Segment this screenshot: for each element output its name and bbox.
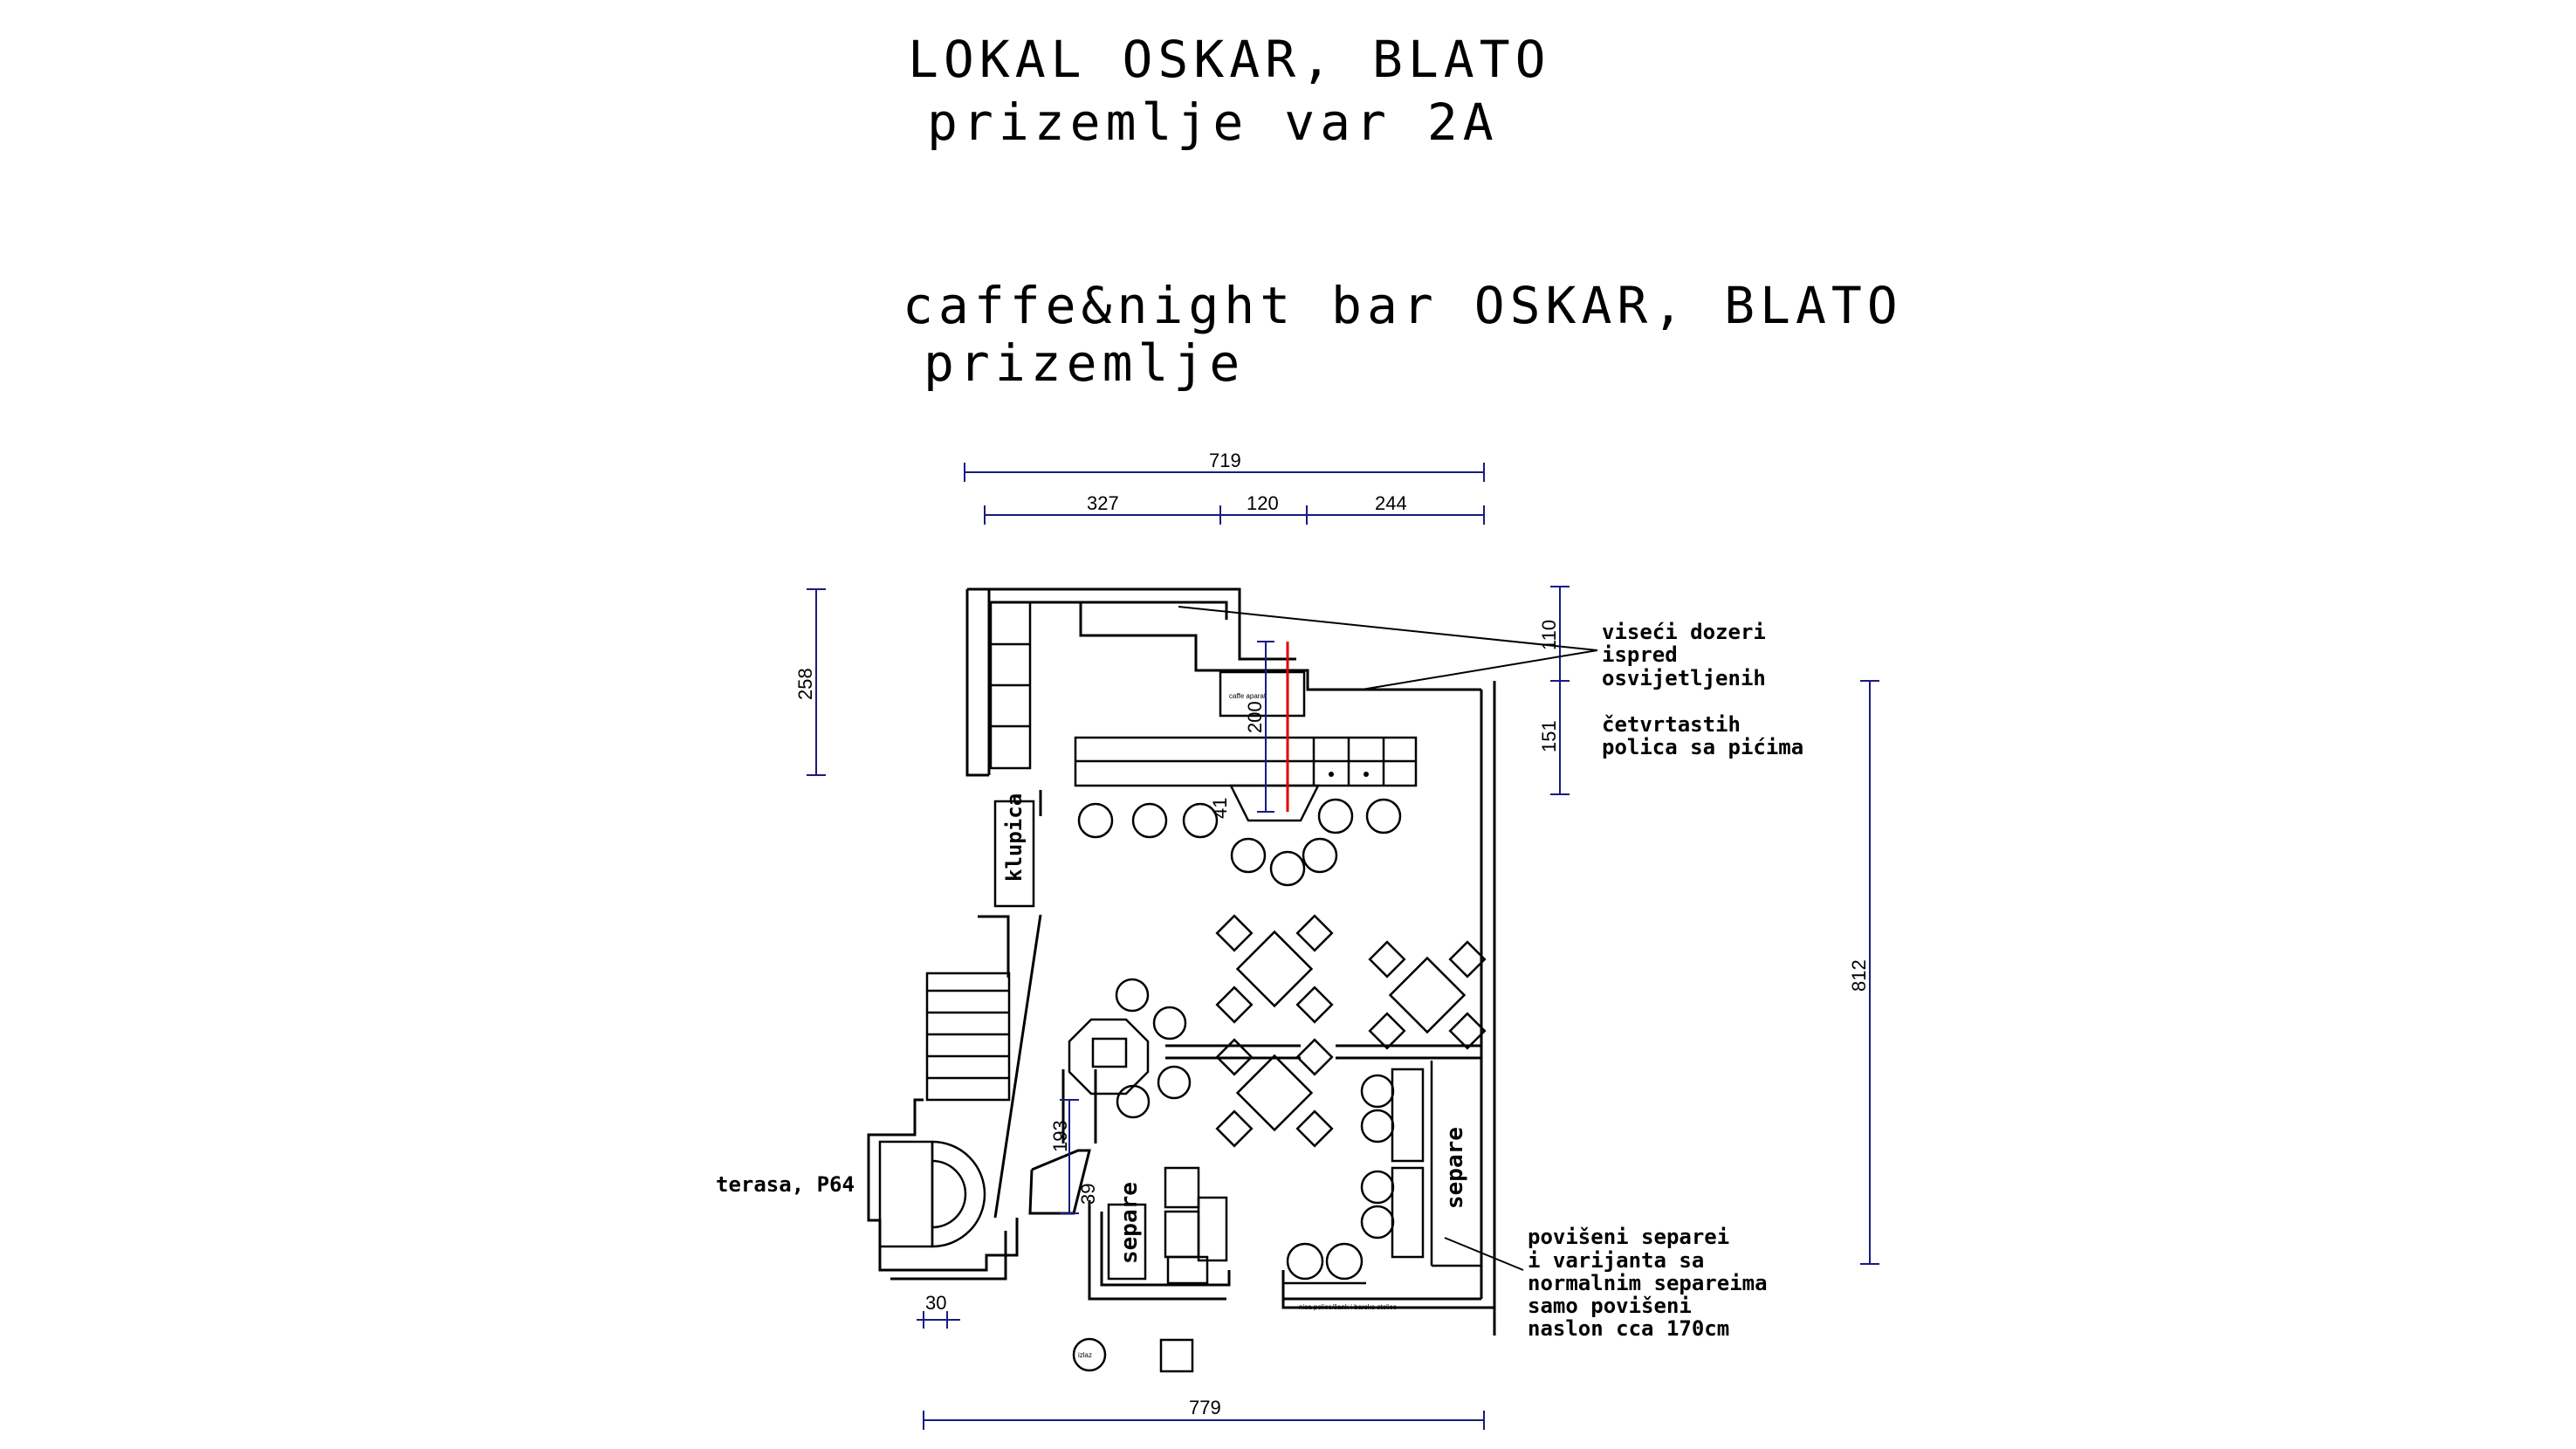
bench-upper-left	[989, 601, 1032, 770]
nisa-label: nisa police/šank i barske stolice	[1299, 1303, 1398, 1311]
dim-30: 30	[925, 1292, 946, 1314]
dimension-bottom: 779 30	[917, 1292, 1485, 1430]
dimension-left: 258	[794, 588, 826, 776]
note-separei-5: naslon cca 170cm	[1528, 1316, 1729, 1341]
klupica-label: klupica	[1002, 793, 1027, 882]
table-set-2	[1368, 940, 1487, 1050]
stairs	[925, 972, 1011, 1102]
dim-193: 193	[1049, 1120, 1071, 1152]
title-lokal: LOKAL OSKAR, BLATO	[908, 30, 1551, 89]
note-dozeri-1: viseći dozeri	[1602, 620, 1766, 644]
dim-812: 812	[1848, 959, 1870, 992]
separe-left-label: separe	[1116, 1182, 1143, 1264]
separe-right: separe	[1360, 1061, 1481, 1267]
terasa-label: terasa, P64	[716, 1172, 855, 1197]
octagon-table	[1068, 978, 1192, 1119]
dimension-top: 719 327 120 244	[964, 450, 1485, 525]
note-separei-2: i varijanta sa	[1528, 1248, 1704, 1273]
bar-counter	[1074, 736, 1418, 822]
note-dozeri-3: osvijetljenih	[1602, 666, 1766, 690]
note-dozeri-4: četvrtastih	[1602, 712, 1741, 737]
title-bar: caffe&night bar OSKAR, BLATO	[903, 276, 1903, 335]
note-separei-3: normalnim separeima	[1528, 1271, 1768, 1295]
title-variant: prizemlje var 2A	[927, 93, 1499, 152]
coffee-machine: caffe aparat	[1219, 670, 1306, 718]
dim-39: 39	[1077, 1184, 1099, 1205]
title-floor: prizemlje	[924, 333, 1245, 393]
dim-719: 719	[1209, 450, 1241, 471]
dim-779: 779	[1189, 1397, 1221, 1418]
note-separei: povišeni separei i varijanta sa normalni…	[1528, 1225, 1768, 1341]
caffe-aparat-label: caffe aparat	[1229, 692, 1267, 700]
bar-stools	[1077, 798, 1402, 887]
dim-244: 244	[1375, 492, 1407, 514]
table-set-3	[1215, 1038, 1334, 1148]
separe-right-label: separe	[1442, 1127, 1468, 1209]
note-separei-4: samo povišeni	[1528, 1294, 1692, 1318]
dim-200: 200	[1244, 701, 1266, 733]
dim-120: 120	[1247, 492, 1279, 514]
dim-258: 258	[794, 668, 816, 700]
exit-symbols: izlaz	[1072, 1337, 1194, 1373]
note-dozeri-2: ispred	[1602, 642, 1678, 667]
dim-327: 327	[1087, 492, 1119, 514]
separe-left: separe	[1107, 1166, 1228, 1285]
dim-151: 151	[1538, 720, 1560, 752]
dimension-right: 110 151 812	[1538, 586, 1879, 1265]
note-separei-1: povišeni separei	[1528, 1225, 1729, 1249]
note-dozeri: viseći dozeri ispred osvijetljenih četvr…	[1602, 620, 1803, 759]
note-dozeri-5: polica sa pićima	[1602, 735, 1803, 759]
table-set-1	[1215, 914, 1334, 1024]
terrace-curve	[878, 1140, 986, 1248]
niche-stools: nisa police/šank i barske stolice	[1283, 1242, 1398, 1311]
leader-lines	[1178, 606, 1598, 1271]
izlaz-label: izlaz	[1078, 1351, 1092, 1359]
klupica-bench: klupica	[993, 793, 1035, 908]
